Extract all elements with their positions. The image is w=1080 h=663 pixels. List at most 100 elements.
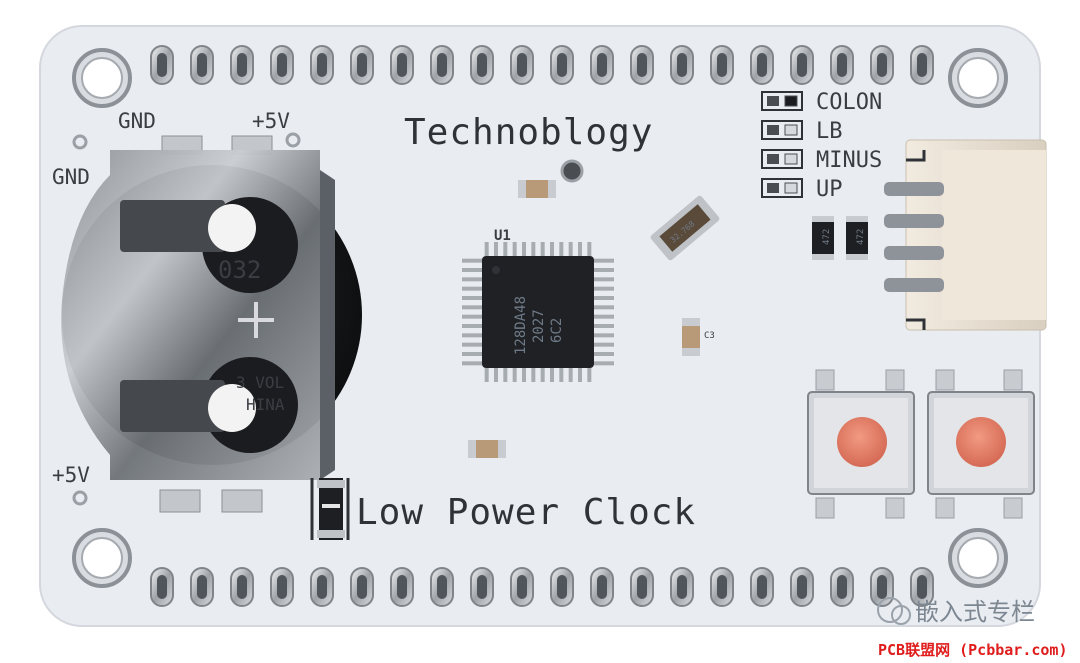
mcu-lead [594, 296, 614, 300]
header-pin [710, 567, 734, 607]
mcu-lead [462, 286, 482, 291]
mcu-lead [550, 368, 554, 382]
header-pin [150, 567, 174, 607]
mcu-lead [594, 361, 614, 366]
battery-pad-bottom-left [159, 489, 201, 513]
mcu-lead [522, 242, 526, 256]
mcu-lead [512, 242, 517, 256]
mcu-lead [462, 361, 482, 366]
header-pin [630, 45, 654, 85]
mcu-markings: 128DA48 2027 6C2 [513, 296, 565, 355]
mcu-lead [594, 314, 614, 319]
resistor-1: 472 [812, 216, 834, 260]
mcu-lead [494, 368, 498, 382]
mcu-lead [503, 242, 508, 256]
header-pins-top [150, 45, 934, 85]
push-button-left[interactable] [807, 369, 915, 519]
header-pin [470, 567, 494, 607]
header-pin [390, 567, 414, 607]
mcu-chip [482, 256, 594, 368]
watermark-credit: PCB联盟网 (Pcbbar.com) [878, 641, 1068, 659]
label-5v-bottom: +5V [52, 463, 90, 487]
header-pin [430, 45, 454, 85]
mcu-lead [462, 324, 482, 328]
brand-title: Technoblogy [404, 112, 653, 153]
header-pin [430, 567, 454, 607]
mcu-lead [568, 368, 573, 382]
button-cap-left[interactable] [837, 417, 887, 467]
mcu-lead [462, 277, 482, 282]
mcu-lead [462, 352, 482, 356]
header-pin [910, 45, 934, 85]
header-pin [470, 45, 494, 85]
mcu-lead [587, 368, 592, 382]
mcu-lead [578, 242, 582, 256]
u1-label: U1 [494, 228, 511, 244]
header-pin [550, 567, 574, 607]
label-5v-top: +5V [252, 109, 290, 133]
button-cap-right[interactable] [956, 417, 1006, 467]
push-button-right[interactable] [927, 369, 1035, 519]
header-pin [870, 45, 894, 85]
header-pin [190, 45, 214, 85]
jst-connector [884, 139, 1047, 331]
header-pin [670, 567, 694, 607]
vias [72, 132, 301, 506]
mcu-lead [462, 342, 482, 347]
crystal: 32.768 [650, 195, 720, 261]
battery-text-3: HINA [246, 395, 285, 414]
mcu-lead [531, 368, 536, 382]
mcu-lead [594, 342, 614, 347]
coin-cell-battery [61, 150, 362, 480]
wechat-icon [877, 597, 903, 623]
header-pin [270, 45, 294, 85]
header-pin [310, 567, 334, 607]
mcu-lead [462, 268, 482, 272]
mcu-lead [512, 368, 517, 382]
header-pin [630, 567, 654, 607]
header-pin [550, 45, 574, 85]
header-pin [510, 45, 534, 85]
header-pin [190, 567, 214, 607]
mcu-lead [540, 368, 545, 382]
watermark: 嵌入式专栏 PCB联盟网 (Pcbbar.com) [877, 597, 1068, 659]
jumper-lb: LB [761, 119, 843, 144]
resistor-1-text: 472 [822, 229, 832, 245]
resistor-2-text: 472 [856, 229, 866, 245]
mcu-lead [559, 242, 564, 256]
label-gnd-top: GND [118, 109, 156, 133]
battery-text-2: 3 VOL [236, 373, 284, 392]
battery-pad-bottom-right [221, 489, 263, 513]
mcu-lead [494, 242, 498, 256]
header-pin [310, 45, 334, 85]
mcu-lead [594, 258, 614, 263]
mcu-lead [462, 305, 482, 310]
header-pin [710, 45, 734, 85]
mcu-text-1: 128DA48 [513, 296, 529, 355]
via-large [560, 159, 584, 183]
mcu-lead [594, 324, 614, 328]
jumper-label: UP [816, 177, 843, 202]
battery-text-1: 032 [218, 256, 261, 284]
mcu-lead [484, 368, 489, 382]
header-pin [390, 45, 414, 85]
mcu-lead [594, 305, 614, 310]
mcu-lead [568, 242, 573, 256]
label-gnd-left: GND [52, 165, 90, 189]
mcu-lead [531, 242, 536, 256]
header-pin [830, 45, 854, 85]
mcu-leads [462, 242, 614, 382]
header-pin [510, 567, 534, 607]
header-pins-bottom [150, 567, 934, 607]
header-pin [590, 45, 614, 85]
mcu-text-2: 2027 [531, 309, 547, 343]
jumper-label: LB [816, 119, 843, 144]
jumper-colon: COLON [761, 90, 882, 115]
header-pin [750, 45, 774, 85]
mcu-lead [484, 242, 489, 256]
resistor-2: 472 [846, 216, 868, 260]
mcu-lead [594, 277, 614, 282]
header-pin [750, 567, 774, 607]
